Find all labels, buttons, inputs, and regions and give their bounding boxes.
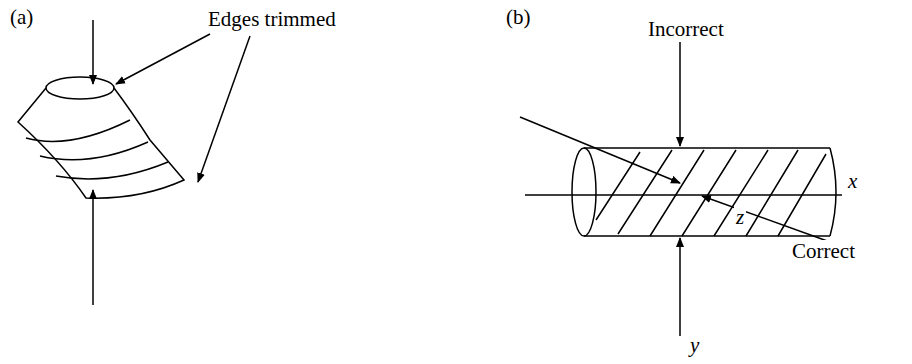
panel-label: (a): [8, 6, 35, 29]
cylinder-specimen: [572, 148, 836, 236]
load-arrows-a: [93, 20, 250, 305]
panel-label: (b): [504, 6, 533, 29]
annotation: Incorrect: [646, 18, 726, 41]
annotation: Edges trimmed: [206, 8, 338, 31]
annotation: Correct: [790, 240, 857, 263]
sheared-specimen: [18, 77, 184, 198]
axis-label: x: [846, 170, 859, 193]
axes-and-loads-b: [520, 42, 842, 336]
axis-label: y: [688, 334, 701, 357]
axis-label: z: [734, 206, 746, 229]
